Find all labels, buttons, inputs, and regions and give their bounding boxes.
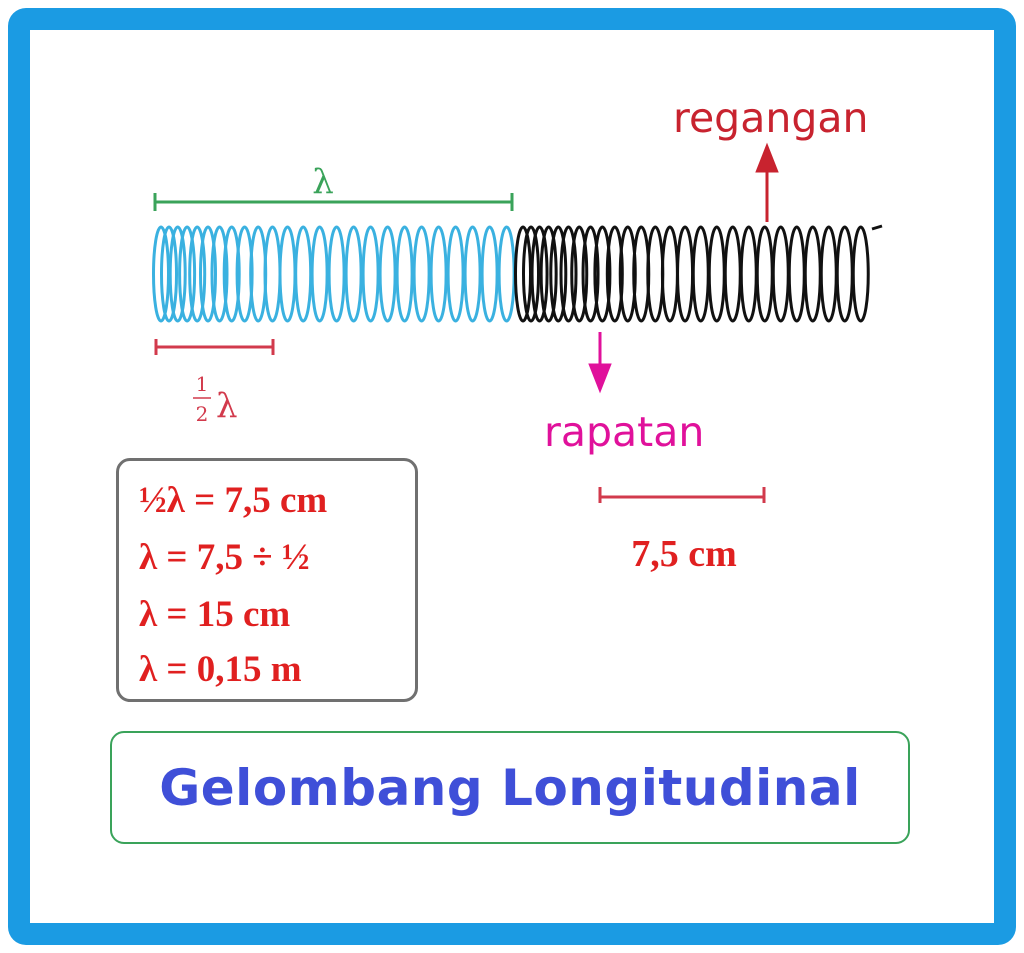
spring-stretched-section	[152, 225, 516, 323]
spring-coil	[178, 225, 197, 323]
title-box: Gelombang Longitudinal	[110, 731, 910, 844]
rapatan-label: rapatan	[544, 408, 704, 456]
formula-line-2: λ = 7,5 ÷ ½	[139, 537, 310, 578]
formula-line-1: ½λ = 7,5 cm	[139, 480, 328, 521]
spring-coil	[691, 225, 710, 323]
half-numerator: 1	[196, 372, 209, 396]
spring-coil	[412, 225, 431, 323]
spring-coil	[361, 225, 380, 323]
spring-coil	[559, 225, 578, 323]
spring-coil	[707, 225, 726, 323]
half-denominator: 2	[196, 402, 209, 426]
spring-coil	[344, 225, 363, 323]
formula-line-4: λ = 0,15 m	[139, 649, 302, 690]
spring-coil	[463, 225, 482, 323]
spring-coil	[522, 225, 540, 323]
spring-coil	[263, 225, 282, 323]
spring-coil	[803, 225, 822, 323]
spring-coil	[188, 225, 207, 323]
spring-coil	[514, 225, 532, 323]
spring-coil	[160, 225, 178, 323]
half-lambda: λ	[216, 386, 238, 426]
distance-marker	[598, 487, 766, 503]
formula-line-3: λ = 15 cm	[139, 594, 291, 635]
spring-coil	[676, 225, 695, 323]
spring-coil	[660, 225, 679, 323]
spring-compressed-section	[514, 224, 883, 323]
spring-coil	[605, 225, 624, 323]
spring-coil	[210, 225, 229, 323]
spring-coil	[593, 225, 612, 323]
formula-box: ½λ = 7,5 cm λ = 7,5 ÷ ½ λ = 15 cm λ = 0,…	[116, 458, 418, 702]
spring-coil	[168, 225, 187, 323]
spring-coil	[739, 225, 758, 323]
spring-coil	[530, 225, 549, 323]
wavelength-label: λ	[312, 162, 334, 202]
regangan-arrow	[755, 142, 779, 222]
spring-coil	[787, 225, 806, 323]
spring-coil	[581, 225, 600, 323]
spring-coil	[199, 225, 217, 323]
spring-coil	[539, 225, 558, 323]
spring-coil	[755, 225, 774, 323]
spring-coil	[152, 225, 170, 323]
spring-coil	[723, 225, 742, 323]
spring-coil	[480, 225, 499, 323]
spring-coil	[294, 225, 313, 323]
wavelength-marker	[153, 193, 514, 211]
spring-coil	[446, 225, 465, 323]
spring-coil	[429, 225, 448, 323]
spring-coil	[497, 225, 516, 323]
spring-coil	[819, 225, 838, 323]
spring-end	[871, 224, 883, 231]
spring-coil	[395, 225, 414, 323]
regangan-label: regangan	[673, 94, 868, 142]
spring-coil	[835, 225, 854, 323]
spring-coil	[327, 225, 346, 323]
spring-coil	[549, 225, 568, 323]
spring-coil	[378, 225, 397, 323]
half-wavelength-label: 1 2 λ	[193, 372, 238, 426]
spring-coil	[310, 225, 329, 323]
diagram-title: Gelombang Longitudinal	[159, 759, 861, 817]
spring-coil	[771, 225, 790, 323]
spring-coil	[278, 225, 297, 323]
half-wavelength-marker	[154, 339, 275, 355]
distance-label: 7,5 cm	[631, 533, 737, 575]
rapatan-arrow	[588, 332, 612, 394]
spring-coil	[570, 225, 589, 323]
spring-coil	[851, 225, 870, 323]
spring-coil	[222, 225, 241, 323]
